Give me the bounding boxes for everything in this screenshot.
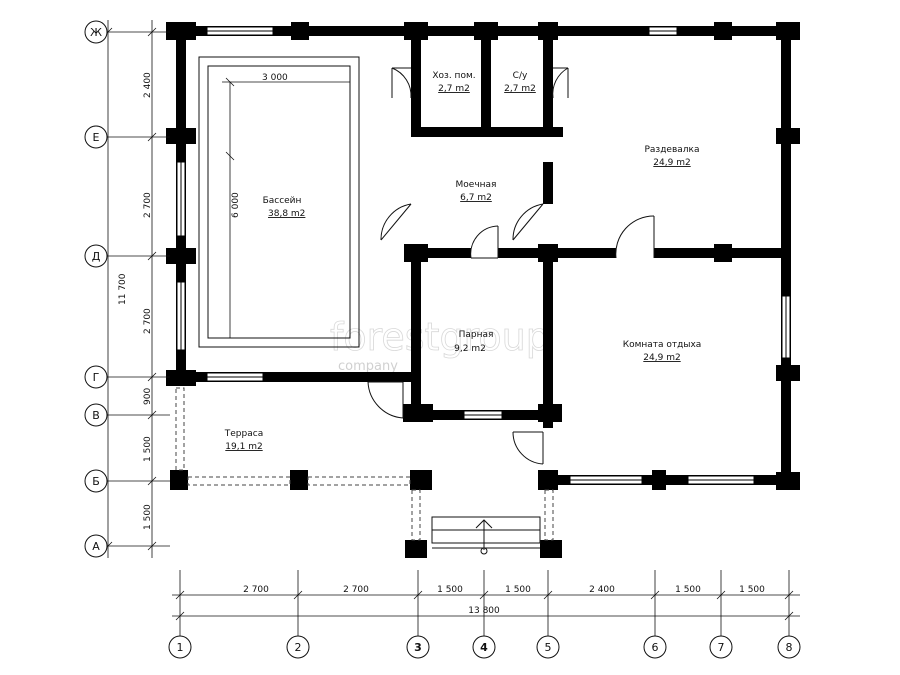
axis-col-8: 8 [786, 641, 793, 654]
walls [166, 22, 800, 558]
left-dimension-lines [96, 20, 170, 558]
wc-name: С/у [513, 71, 528, 81]
pool-width-dim: 3 000 [262, 73, 288, 83]
axis-col-1: 1 [177, 641, 184, 654]
dim-bottom-3: 1 500 [437, 585, 463, 595]
shower-area: 6,7 m2 [460, 193, 492, 203]
dim-bottom-6: 1 500 [675, 585, 701, 595]
locker-name: Раздевалка [644, 145, 699, 155]
row-axis-labels: Ж Е Д Г В Б А [90, 26, 102, 553]
locker-area: 24,9 m2 [653, 158, 690, 168]
watermark: forestgroup company [330, 315, 551, 374]
dim-bottom-1: 2 700 [243, 585, 269, 595]
watermark-brand: forestgroup [330, 315, 550, 359]
axis-col-2: 2 [295, 641, 302, 654]
pool-basin [198, 56, 360, 348]
row-axis-bubbles [84, 20, 108, 558]
axis-row-zh: Ж [90, 26, 102, 39]
terrace-area: 19,1 m2 [225, 442, 262, 452]
axis-row-e: Е [93, 131, 100, 144]
axis-col-6: 6 [652, 641, 659, 654]
watermark-sub: company [338, 359, 398, 374]
axis-col-3: 3 [414, 641, 422, 654]
pool-length-dim: 6 000 [231, 192, 241, 218]
doors [367, 67, 655, 465]
left-dimension-texts: 2 400 2 700 2 700 900 1 500 1 500 11 700 [118, 72, 153, 530]
axis-row-v: В [92, 409, 100, 422]
pool-area: 38,8 m2 [268, 209, 305, 219]
axis-row-d: Д [92, 250, 101, 263]
dim-bottom-2: 2 700 [343, 585, 369, 595]
wc-area: 2,7 m2 [504, 84, 536, 94]
dim-left-total: 11 700 [118, 273, 128, 305]
room-labels: Бассейн 38,8 m2 Хоз. пом. 2,7 m2 С/у 2,7… [224, 71, 702, 452]
dim-bottom-7: 1 500 [739, 585, 765, 595]
terrace-name: Терраса [224, 429, 263, 439]
bottom-dimension-lines [172, 570, 800, 636]
col-axis-labels: 1 2 3 4 5 6 7 8 [177, 641, 793, 654]
dim-bottom-4: 1 500 [505, 585, 531, 595]
sauna-name: Парная [459, 330, 494, 340]
windows [176, 26, 791, 485]
dim-left-2: 2 700 [143, 192, 153, 218]
axis-col-7: 7 [718, 641, 725, 654]
storage-name: Хоз. пом. [432, 71, 475, 81]
dim-left-5: 1 500 [143, 436, 153, 462]
entry-steps [431, 516, 541, 555]
axis-row-a: А [92, 540, 100, 553]
rest-area: 24,9 m2 [643, 353, 680, 363]
dim-bottom-5: 2 400 [589, 585, 615, 595]
rest-name: Комната отдыха [623, 340, 702, 350]
pool-name: Бассейн [263, 196, 302, 206]
dim-left-1: 2 400 [143, 72, 153, 98]
dim-left-3: 2 700 [143, 308, 153, 334]
dim-left-6: 1 500 [143, 504, 153, 530]
sauna-area: 9,2 m2 [454, 344, 486, 354]
bottom-dimension-texts: 2 700 2 700 1 500 1 500 2 400 1 500 1 50… [243, 585, 765, 616]
axis-col-4: 4 [480, 641, 488, 654]
dim-left-4: 900 [143, 388, 153, 405]
col-axis-bubbles [168, 635, 801, 659]
axis-row-g: Г [93, 371, 100, 384]
axis-col-5: 5 [545, 641, 552, 654]
dim-bottom-total: 13 800 [468, 606, 500, 616]
shower-name: Моечная [456, 180, 497, 190]
storage-area: 2,7 m2 [438, 84, 470, 94]
axis-row-b: Б [92, 475, 100, 488]
terrace-railings [175, 387, 554, 541]
